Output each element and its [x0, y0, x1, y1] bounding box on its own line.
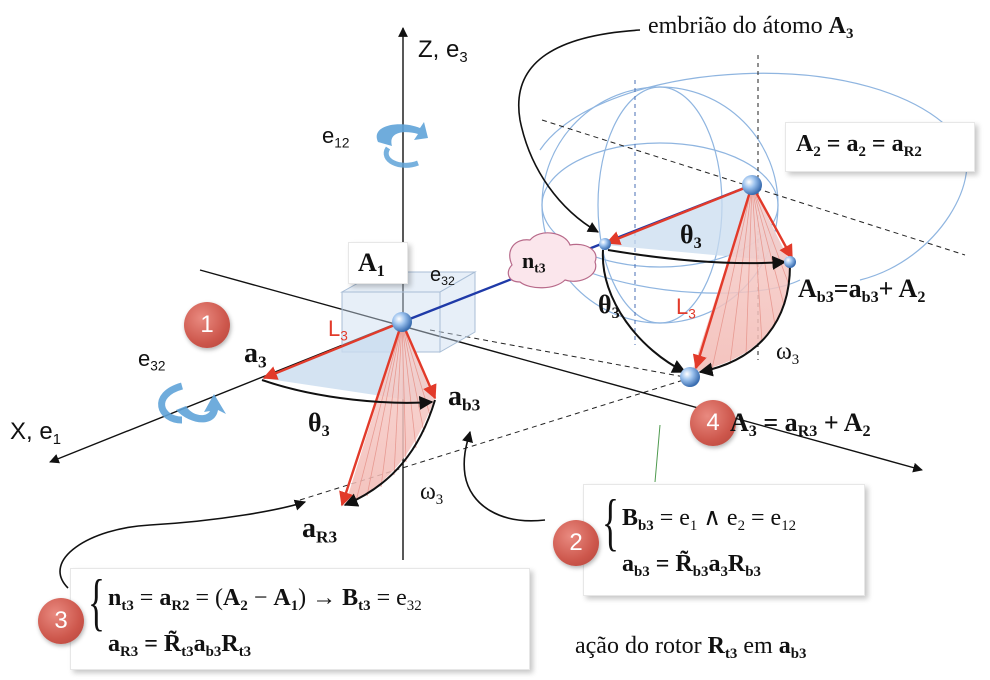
x-axis-label: X, e1 [10, 418, 61, 448]
e12-label: e12 [322, 123, 350, 151]
box-3 [70, 568, 530, 670]
theta-mid-label: θ3 [598, 290, 620, 323]
embryo-callout-arrow [517, 29, 641, 233]
box-3-line-2: aR3 = R̃t3ab3Rt3 [108, 631, 252, 660]
rotor-caption: ação do rotor Rt3 em ab3 [575, 633, 807, 662]
embryo-caption: embrião do átomo A3 [648, 13, 854, 42]
aR3-label: aR3 [302, 513, 338, 547]
rotation-arrow-z [376, 122, 428, 168]
callout-arrow-2 [462, 430, 546, 522]
badge-3: 3 [38, 598, 84, 644]
omega-right-label: ω3 [776, 339, 800, 368]
e32-box-label: e32 [430, 264, 455, 288]
ab3-label: ab3 [448, 381, 481, 415]
e32-left-label: e32 [138, 346, 166, 374]
theta-left-label: θ3 [308, 408, 330, 441]
L3-left-label: L3 [328, 316, 348, 344]
box-3-line-1: nt3 = aR2 = (A2 − A1) → Bt3 = e32 [108, 585, 422, 614]
theta-arc-mid [601, 249, 687, 373]
point-embryo [599, 238, 611, 250]
omega-arc-left [343, 399, 436, 507]
box-3-brace: { [88, 566, 105, 637]
omega-left-label: ω3 [420, 479, 444, 508]
box-2-line-2: ab3 = R̃b3a3Rb3 [622, 551, 761, 580]
Ab3-label: Ab3=ab3+ A2 [798, 274, 926, 307]
plane-lines [199, 269, 923, 473]
omega-arc-right [698, 264, 791, 377]
z-axis-label: Z, e3 [418, 36, 468, 66]
upper-dashed-lines [299, 119, 966, 501]
box-A2-text: A2 = a2 = aR2 [796, 131, 922, 160]
A3-label: A3 = aR3 + A2 [730, 408, 871, 441]
point-A1 [392, 312, 412, 332]
box-2-brace: { [602, 486, 619, 557]
L3-right-label: L3 [676, 294, 696, 322]
nt3-label: nt3 [522, 248, 546, 276]
rotation-arrow-x [158, 382, 226, 424]
badge-4: 4 [690, 400, 736, 446]
theta-arc-left [261, 379, 434, 410]
point-A3 [680, 367, 700, 387]
point-Ab3 [784, 256, 796, 268]
nt3-blob [507, 232, 597, 289]
A1-label: A1 [358, 248, 385, 281]
badge-2: 2 [553, 520, 599, 566]
red-vectors [262, 183, 794, 507]
badge-1: 1 [184, 302, 230, 348]
point-A2 [742, 175, 762, 195]
box-A2 [785, 122, 975, 172]
box-2 [583, 484, 865, 596]
box-2-line-1: Bb3 = e1 ∧ e2 = e12 [622, 505, 797, 534]
a3-label: a3 [244, 338, 267, 372]
green-leader-line [654, 424, 661, 483]
theta-arc-top [607, 249, 787, 270]
theta-top-label: θ3 [680, 220, 702, 253]
A1-box [348, 242, 408, 284]
callout-arrow-3 [59, 499, 307, 589]
